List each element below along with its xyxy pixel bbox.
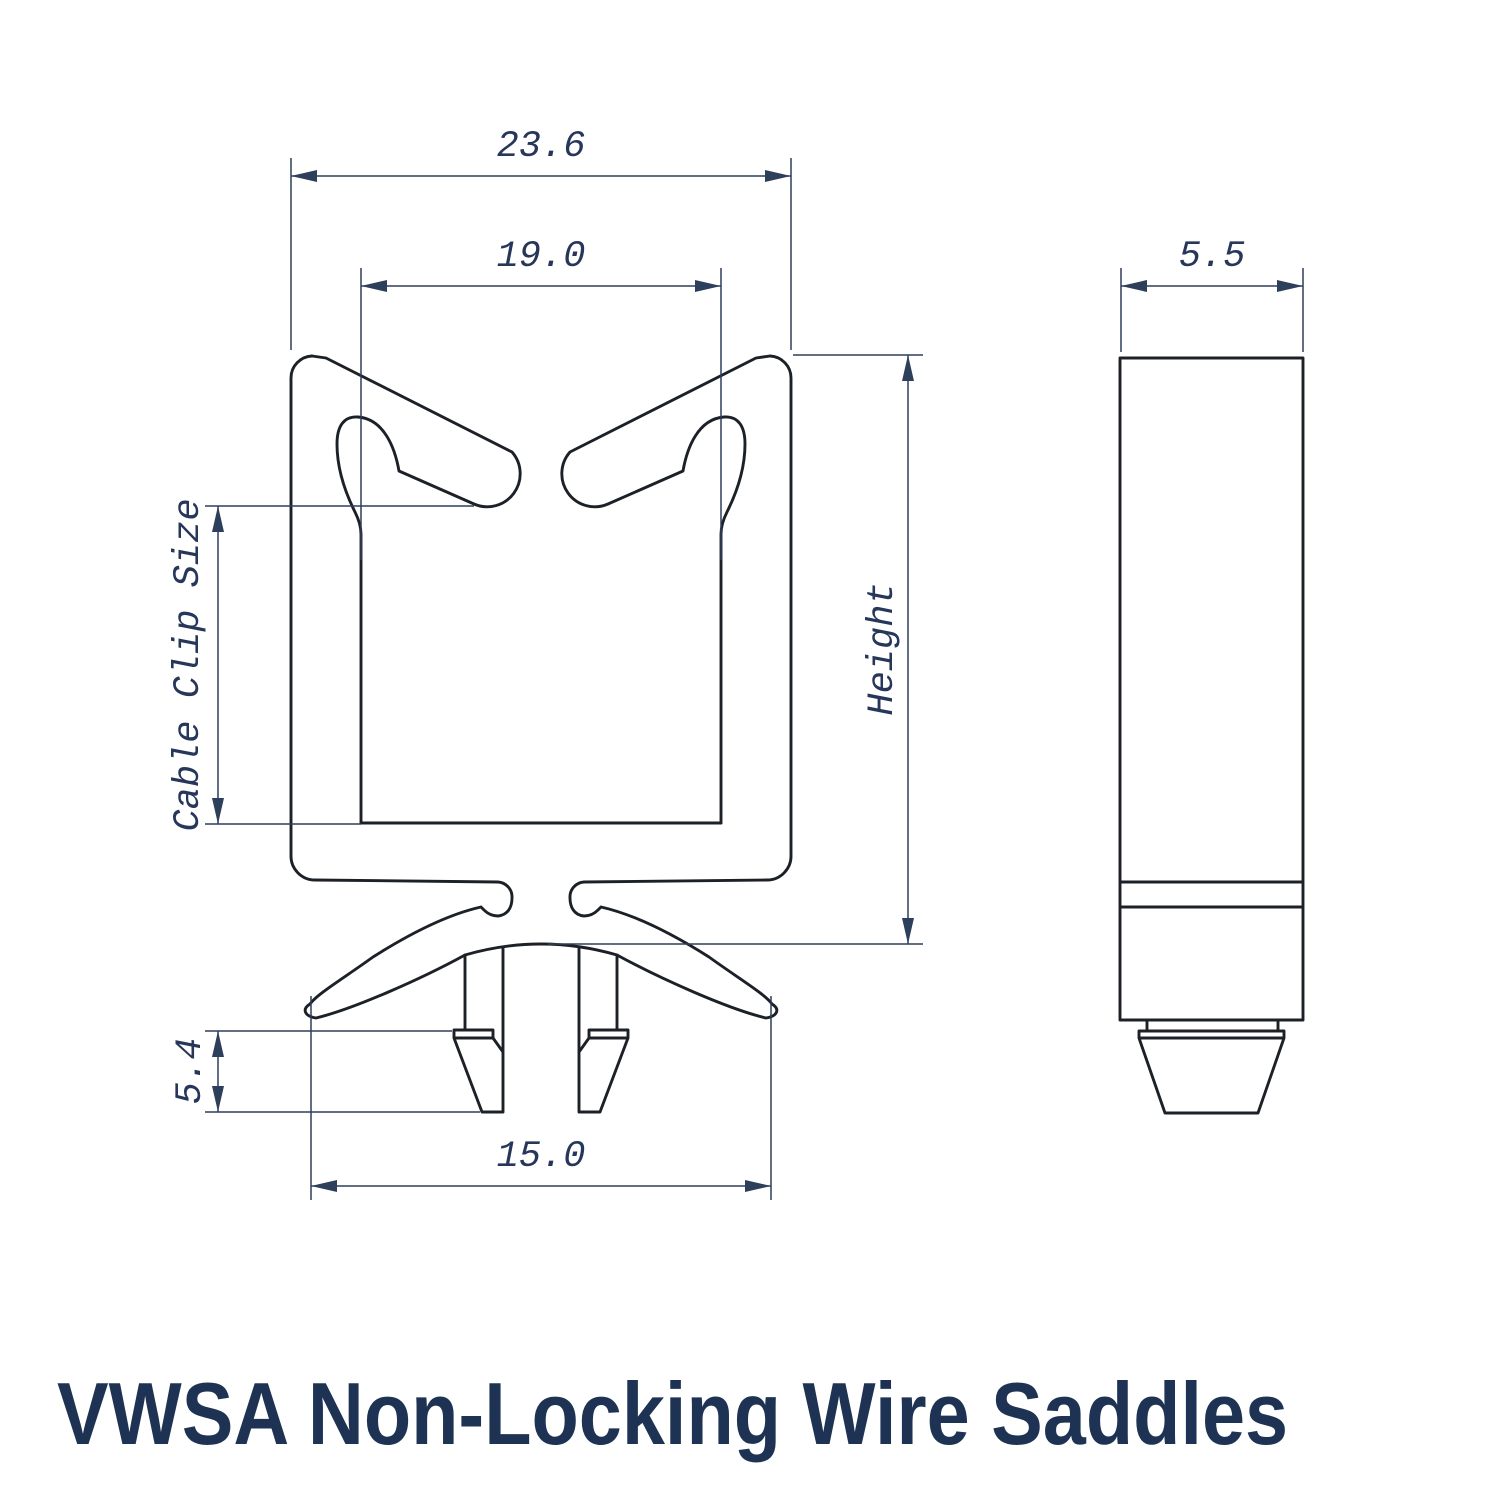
side-view	[1118, 356, 1305, 1115]
side-body	[1118, 356, 1305, 1022]
dim-side-width-lines	[1120, 268, 1304, 352]
arrow-left-icon	[1121, 280, 1147, 292]
dim-inner-width-lines	[360, 268, 722, 560]
dim-foot-height: 5.4	[170, 1030, 480, 1113]
dim-side-width: 5.5	[1120, 236, 1304, 352]
side-foot	[1137, 1018, 1286, 1115]
arrow-up-icon	[902, 355, 914, 381]
front-right-lower-outline	[568, 354, 793, 1032]
dim-cable-clip-size: Cable Clip Size	[168, 498, 474, 832]
front-left-upper-outline	[310, 354, 522, 825]
arrow-left-icon	[291, 170, 317, 182]
dim-height: Height	[548, 354, 923, 945]
arrow-right-icon	[745, 1180, 771, 1192]
arrow-down-icon	[212, 798, 224, 824]
arrow-right-icon	[1277, 280, 1303, 292]
dim-base-width-lines	[310, 996, 772, 1200]
dim-outer-width-lines	[290, 158, 792, 350]
dim-outer-width: 23.6	[290, 126, 792, 350]
dim-base-width: 15.0	[310, 996, 772, 1200]
arrow-up-icon	[212, 506, 224, 532]
arrow-right-icon	[695, 280, 721, 292]
dim-outer-width-value: 23.6	[497, 126, 586, 168]
front-right-foot	[577, 945, 630, 1114]
dim-inner-width: 19.0	[360, 236, 722, 560]
dim-cable-clip-size-lines	[205, 505, 474, 825]
dim-cable-clip-size-label: Cable Clip Size	[168, 498, 210, 831]
arrow-right-icon	[765, 170, 791, 182]
front-right-upper-outline	[560, 354, 772, 825]
arrow-down-icon	[902, 918, 914, 944]
arrow-left-icon	[311, 1180, 337, 1192]
arrow-up-icon	[212, 1031, 224, 1057]
front-left-lower-outline	[289, 354, 514, 1032]
front-center-underside	[463, 942, 619, 957]
dim-foot-height-lines	[205, 1030, 480, 1113]
arrow-down-icon	[212, 1086, 224, 1112]
dim-height-lines	[548, 354, 923, 945]
dim-side-width-value: 5.5	[1179, 236, 1246, 278]
dim-foot-height-value: 5.4	[170, 1038, 212, 1105]
front-view	[289, 354, 793, 1114]
arrow-left-icon	[361, 280, 387, 292]
front-left-foot	[452, 945, 505, 1114]
dim-height-label: Height	[862, 582, 904, 715]
dim-inner-width-value: 19.0	[497, 236, 586, 278]
page-title: VWSA Non-Locking Wire Saddles	[57, 1364, 1288, 1463]
dim-base-width-value: 15.0	[497, 1136, 586, 1178]
